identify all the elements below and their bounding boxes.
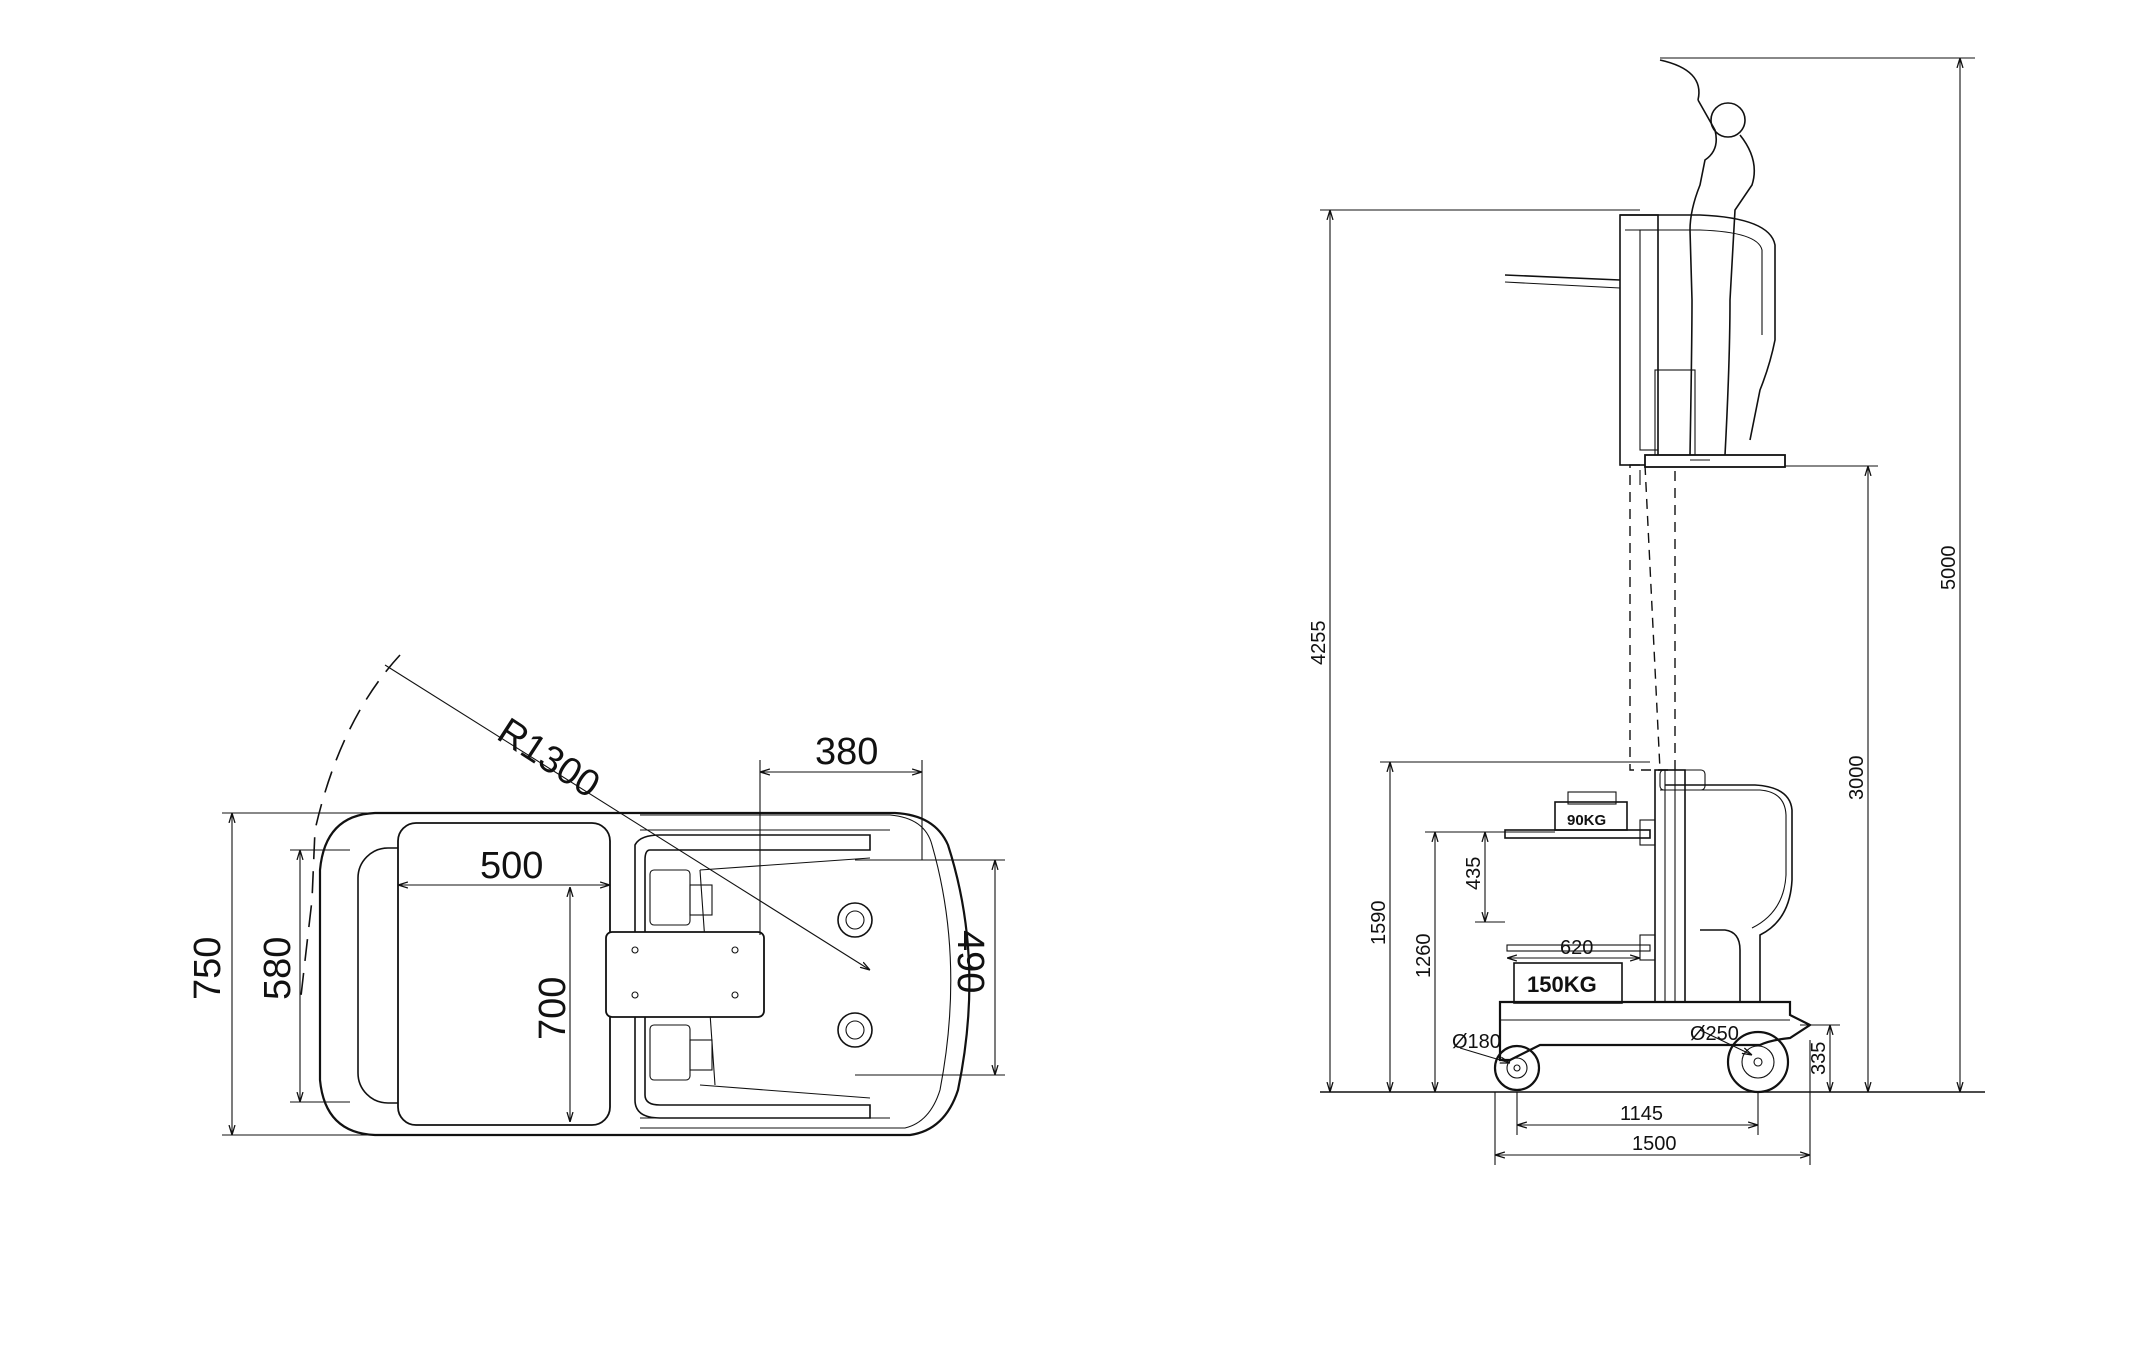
lower-handle-rail [1665,784,1793,1002]
dim-track-width: 580 [257,937,299,1000]
front-wheel-bottom [837,1012,873,1048]
side-view: 90KG 150KG 5000 [1308,57,1985,1165]
front-wheel-top [837,902,873,938]
dim-overall-width: 750 [187,937,229,1000]
dim-tray-height: 1260 [1413,934,1435,979]
dim-platform-width: 700 [532,977,574,1040]
control-box [605,931,765,1018]
lower-tray [1504,829,1651,839]
operator-silhouette [1659,59,1756,461]
dim-platform-length-side: 620 [1560,937,1593,959]
dim-max-lift-height: 4255 [1308,621,1330,666]
dim-front-width: 490 [949,930,991,993]
dim-max-working-height: 5000 [1938,546,1960,591]
turning-radius-label: R1300 [490,710,607,806]
dim-front-wheel: Ø250 [1690,1023,1739,1045]
dim-overall-height: 1590 [1368,901,1390,946]
load-label-150kg: 150KG [1527,972,1597,997]
turning-radius-leader [384,664,870,970]
upper-cage [1620,214,1776,441]
dim-front-offset: 380 [815,731,878,773]
side-chassis [1498,1000,1813,1062]
dim-ground-clearance: 335 [1808,1042,1830,1075]
turning-radius-arc [299,654,401,1006]
dim-platform-height: 3000 [1846,756,1868,801]
dim-wheelbase: 1145 [1620,1103,1663,1125]
rear-wheel [1493,1044,1541,1092]
chassis-outline [318,811,971,1137]
load-label-90kg: 90KG [1567,812,1606,829]
extended-mast [1629,464,1676,771]
upper-platform-floor [1644,454,1786,468]
plan-view: R1300 750 [187,654,1005,1137]
dim-platform-length: 500 [480,845,543,887]
upper-tray-frame [1619,214,1659,466]
lower-mast [1654,769,1686,1003]
dim-tray-depth: 435 [1463,857,1485,890]
dim-overall-length: 1500 [1632,1133,1677,1155]
dim-rear-wheel: Ø180 [1452,1031,1501,1053]
